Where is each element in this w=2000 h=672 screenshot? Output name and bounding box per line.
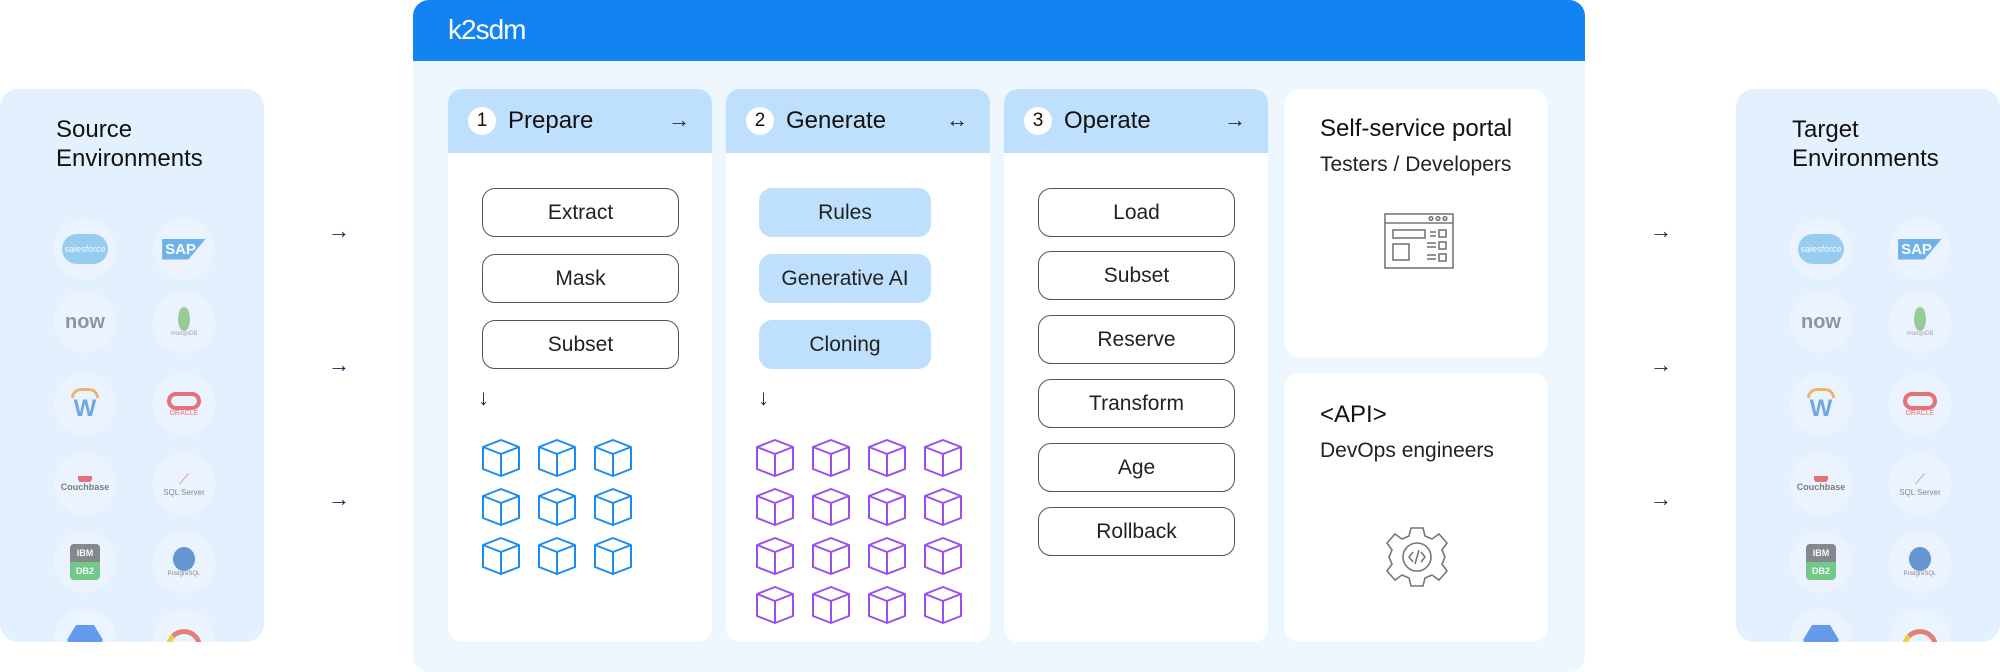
arrow-right-icon: → (328, 486, 350, 511)
portal-subtitle: Testers / Developers (1320, 153, 1512, 176)
salesforce-logo: salesforce (1790, 218, 1852, 280)
step-rollback: Rollback (1038, 507, 1235, 556)
step-rules: Rules (759, 188, 931, 237)
data-cube-icon (924, 586, 962, 624)
stage-header: 2 Generate ↔ (726, 89, 990, 153)
k2sdm-logo: k2sdm (448, 14, 526, 45)
data-cube-icon (812, 488, 850, 526)
data-cube-icon (538, 537, 576, 575)
data-cube-icon (482, 439, 520, 477)
data-cube-icon (812, 537, 850, 575)
data-cube-icon (594, 537, 632, 575)
step-subset: Subset (482, 320, 679, 369)
api-title: <API> (1320, 401, 1387, 428)
postgresql-logo: PostgreSQL (1889, 531, 1951, 593)
data-cube-icon (594, 439, 632, 477)
sap-logo: SAP (153, 218, 215, 280)
stage-header: 3 Operate → (1004, 89, 1268, 153)
oracle-logo: ORACLE (153, 373, 215, 435)
now-logo: now (54, 291, 116, 353)
step-transform: Transform (1038, 379, 1235, 428)
w-logo: W (1790, 373, 1852, 435)
step-extract: Extract (482, 188, 679, 237)
step-age: Age (1038, 443, 1235, 492)
step-reserve: Reserve (1038, 315, 1235, 364)
data-cube-icon (812, 439, 850, 477)
step-mask: Mask (482, 254, 679, 303)
step-subset: Subset (1038, 251, 1235, 300)
data-cube-icon (482, 488, 520, 526)
step-generative-ai: Generative AI (759, 254, 931, 303)
data-cube-icon (924, 537, 962, 575)
stage-title: Operate (1064, 107, 1151, 134)
data-cube-icon (868, 586, 906, 624)
stage-number: 1 (468, 107, 496, 135)
step-load: Load (1038, 188, 1235, 237)
data-cube-icon (868, 439, 906, 477)
step-cloning: Cloning (759, 320, 931, 369)
arrow-right-icon: → (1650, 352, 1672, 377)
data-cube-icon (756, 439, 794, 477)
arrow-right-icon: → (1650, 486, 1672, 511)
salesforce-logo: salesforce (54, 218, 116, 280)
data-cube-icon (868, 537, 906, 575)
data-cube-icon (924, 439, 962, 477)
bidirectional-arrow-icon: ↔ (946, 107, 968, 132)
couchbase-logo: Couchbase (54, 453, 116, 515)
data-cube-icon (538, 488, 576, 526)
sql-server-logo: ⟋SQL Server (153, 453, 215, 515)
data-cube-icon (868, 488, 906, 526)
sap-logo: SAP (1889, 218, 1951, 280)
google-cloud-logo (54, 609, 116, 642)
google-cloud-logo (1790, 609, 1852, 642)
sql-server-logo: ⟋SQL Server (1889, 453, 1951, 515)
data-cube-icon (812, 586, 850, 624)
stage-number: 3 (1024, 107, 1052, 135)
mongodb-logo: mongoDB (1889, 291, 1951, 353)
couchbase-logo: Couchbase (1790, 453, 1852, 515)
stage-header: 1 Prepare → (448, 89, 712, 153)
arrow-right-icon: → (1224, 107, 1246, 132)
oracle-logo: ORACLE (1889, 373, 1951, 435)
api-card: <API> DevOps engineers (1284, 373, 1548, 642)
browser-window-icon (1384, 213, 1454, 269)
data-cube-icon (924, 488, 962, 526)
self-service-portal-card: Self-service portal Testers / Developers (1284, 89, 1548, 357)
arrow-right-icon: → (328, 218, 350, 243)
portal-title: Self-service portal (1320, 115, 1513, 142)
postgresql-logo: PostgreSQL (153, 531, 215, 593)
gear-code-icon (1385, 527, 1449, 587)
api-subtitle: DevOps engineers (1320, 439, 1494, 462)
arrow-right-icon: → (1650, 218, 1672, 243)
stage-title: Generate (786, 107, 887, 134)
data-cube-icon (538, 439, 576, 477)
mongodb-logo: mongoDB (153, 291, 215, 353)
data-cube-icon (756, 537, 794, 575)
w-logo: W (54, 373, 116, 435)
arrow-right-icon: → (328, 352, 350, 377)
arrow-down-icon: ↓ (478, 385, 489, 410)
stage-number: 2 (746, 107, 774, 135)
data-cube-icon (756, 586, 794, 624)
data-cube-icon (482, 537, 520, 575)
header-bar: k2sdm (413, 0, 1585, 61)
data-cube-icon (756, 488, 794, 526)
arrow-down-icon: ↓ (758, 385, 769, 410)
arrow-right-icon: → (668, 107, 690, 132)
stage-title: Prepare (508, 107, 594, 134)
google-cloud-logo-logo (153, 609, 215, 642)
data-cube-icon (594, 488, 632, 526)
now-logo: now (1790, 291, 1852, 353)
google-cloud-logo-logo (1889, 609, 1951, 642)
